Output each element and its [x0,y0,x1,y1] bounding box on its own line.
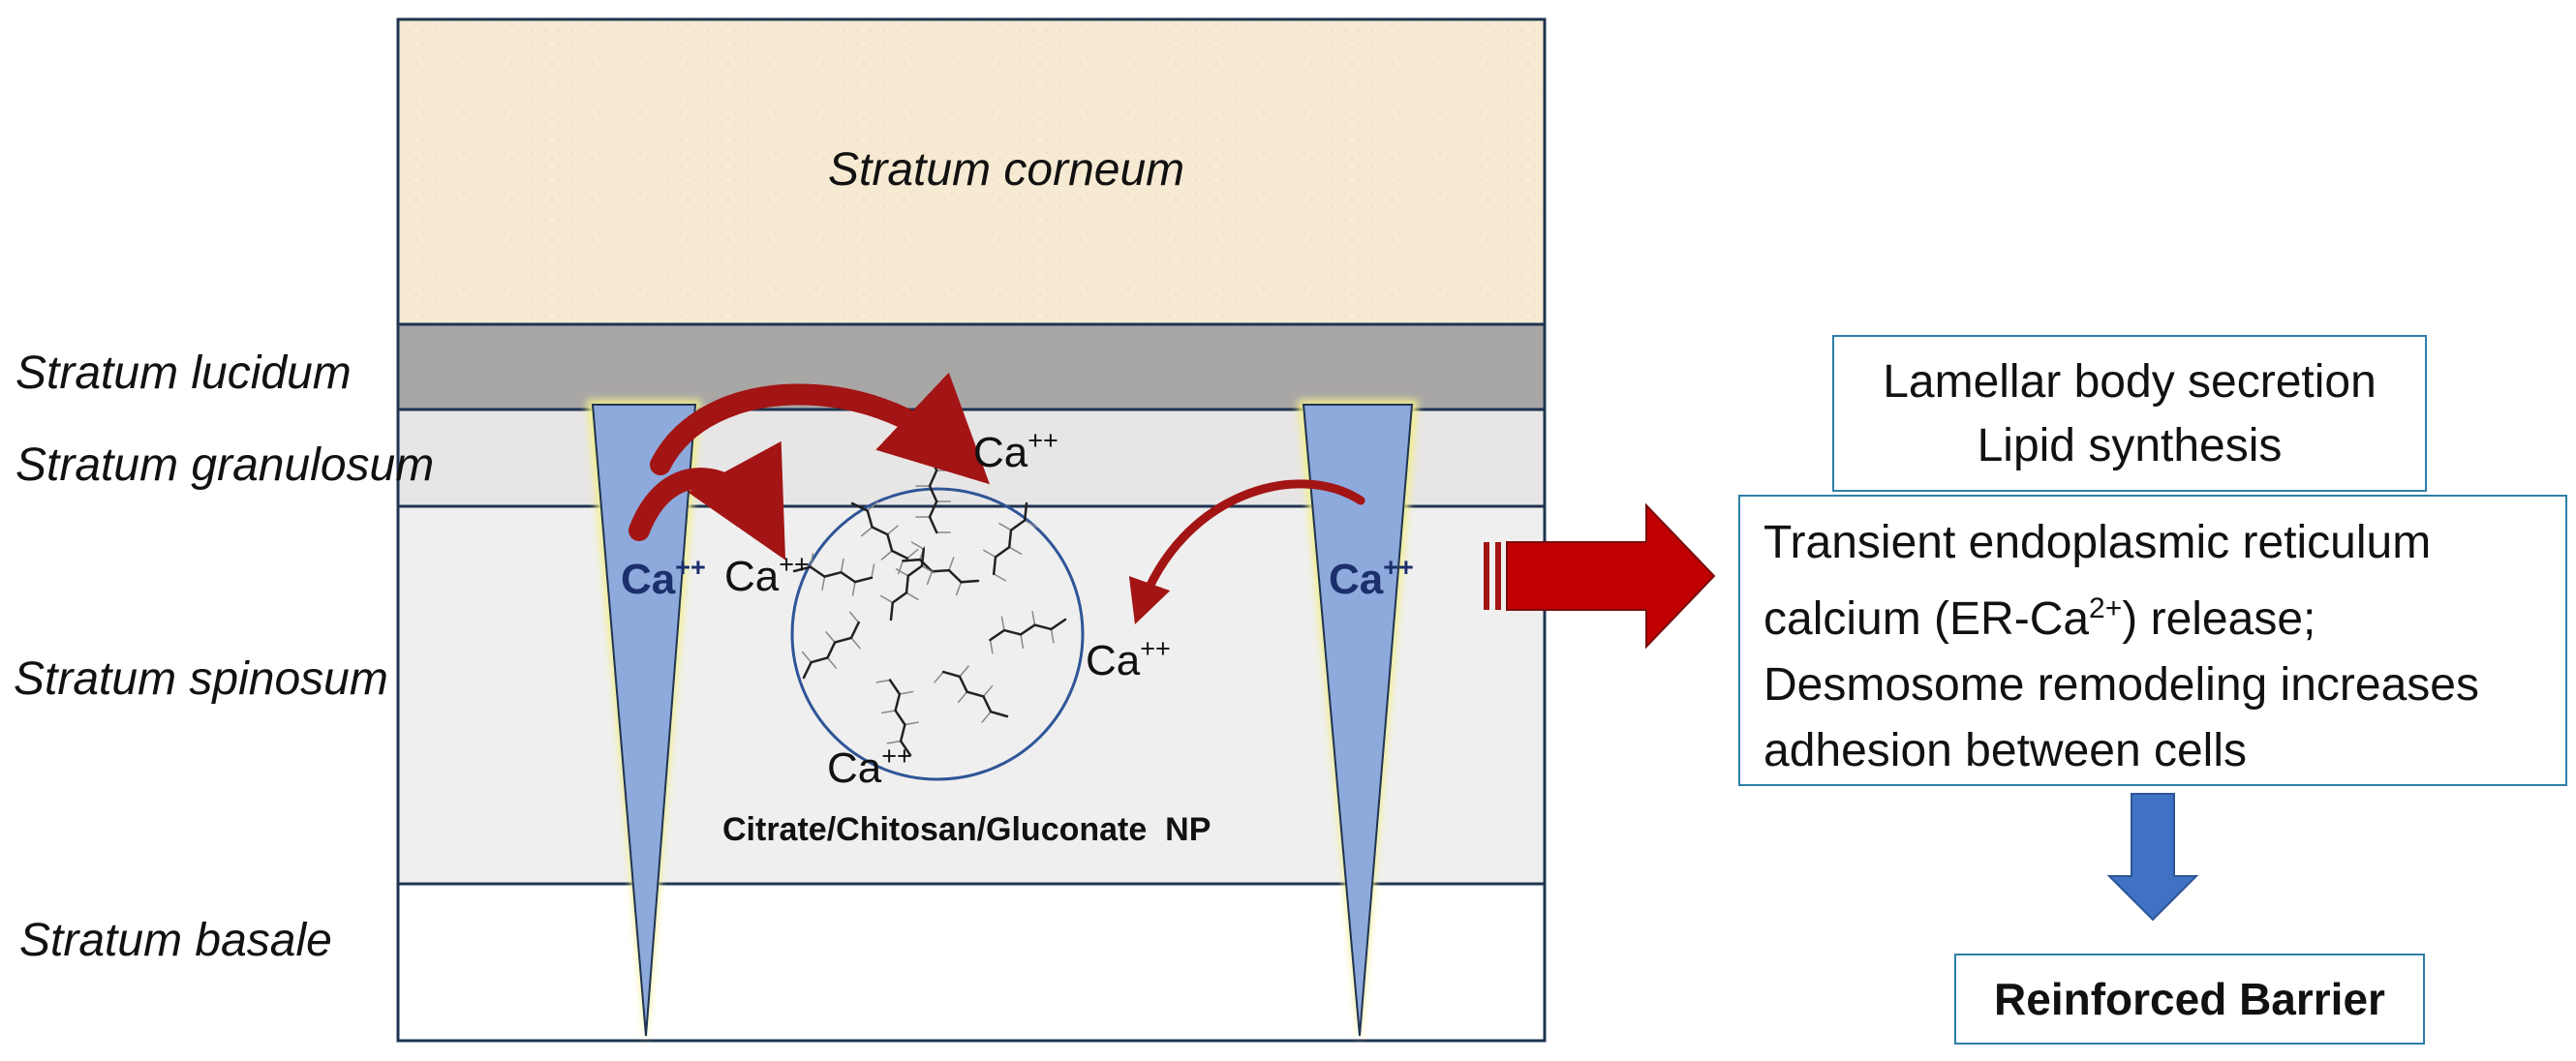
molecule-branch [851,581,856,596]
er-text-line-4: adhesion between cells [1763,725,2248,776]
molecule-chain [941,670,1009,718]
molecule-branch [879,594,894,604]
molecule-chain [889,547,926,621]
molecule-branch [957,690,968,704]
molecule-branch [899,690,914,695]
molecule-chain [802,621,860,680]
molecule-branch [993,573,1007,582]
molecule-branch [1008,546,1023,555]
stratum-corneum-layer [398,19,1545,324]
molecule-branch [897,560,905,575]
molecule-branch [886,525,899,535]
er-text-line-1: Transient endoplasmic reticulum [1763,517,2432,568]
molecule-branch [981,711,992,723]
nanoparticle-molecules [792,453,1067,757]
molecule-branch [1020,633,1025,649]
stratum-lucidum-layer [398,324,1545,409]
molecule-branch [905,591,919,601]
microneedle-right [1298,400,1418,1044]
er-text-line-3: Desmosome remodeling increases [1763,659,2479,711]
arrow-needle-to-top-ca [650,372,991,485]
molecule-branch [989,639,994,654]
lamellar-lipid-box: Lamellar body secretion Lipid synthesis [1832,335,2427,492]
molecule-branch [983,549,997,559]
lamellar-secretion-text: Lamellar body secretion [1883,356,2377,408]
blue-down-arrow [2106,793,2199,922]
molecule-branch [840,558,844,573]
er-calcium-desmosome-box: Transient endoplasmic reticulum calcium … [1738,495,2567,786]
molecule-branch [959,665,969,678]
reinforced-barrier-box: Reinforced Barrier [1954,954,2425,1045]
nanoparticle-label: Citrate/Chitosan/Gluconate NP [722,811,1211,848]
molecule-branch [875,679,891,683]
molecule-branch [867,500,879,512]
molecule-branch [934,671,944,683]
molecule-chain [888,679,912,757]
molecule-branch [825,631,836,644]
ca-ion-left-needle: Ca++ [621,553,706,603]
ca-ion-top: Ca++ [973,426,1058,476]
molecule-branch [926,570,934,586]
stratum-basale-label: Stratum basale [19,915,332,966]
molecule-branch [1024,519,1038,529]
arrow-needle-to-left-ca [629,440,786,561]
ca-ion-right-of-nanoparticle: Ca++ [1086,634,1171,684]
molecule-chain [850,501,909,560]
microneedle-left [587,400,701,1044]
molecule-branch [904,721,919,726]
molecule-branch [910,541,925,550]
molecule-branch [886,740,902,744]
molecule-chain [792,565,874,584]
big-red-arrow [1484,502,1716,650]
molecule-chain [992,501,1028,576]
stratum-basale-layer [398,884,1545,1041]
molecule-branch [1031,611,1036,626]
er-text-line-2: calcium (ER-Ca2+) release; [1763,592,2316,645]
molecule-chain [902,558,980,584]
molecule-branch [880,550,893,561]
stratum-granulosum-label: Stratum granulosum [15,440,435,491]
molecule-branch [871,563,875,579]
molecule-branch [801,651,813,663]
molecule-branch [881,710,897,714]
stratum-corneum-label: Stratum corneum [828,144,1185,196]
molecule-branch [998,522,1012,531]
reinforced-barrier-text: Reinforced Barrier [1994,974,2385,1024]
molecule-branch [861,526,874,537]
molecule-branch [895,568,909,577]
molecule-branch [948,557,955,571]
arrow-right-needle-to-ca [1128,479,1365,624]
molecule-branch [955,581,963,596]
molecule-branch [810,553,814,568]
molecule-branch [850,637,861,650]
molecule-branch [1000,616,1005,631]
molecule-branch [921,564,935,574]
molecule-branch [826,656,838,669]
stratum-lucidum-label: Stratum lucidum [15,348,352,399]
molecule-chain [989,618,1067,642]
molecule-branch [821,575,826,591]
molecule-branch [1050,628,1055,644]
release-arrows [629,372,1365,624]
stratum-spinosum-label: Stratum spinosum [14,653,388,705]
ca-ion-right-needle: Ca++ [1329,553,1414,603]
molecule-branch [848,611,860,623]
nanoparticle-circle [790,487,1085,781]
ca-ion-below-nanoparticle: Ca++ [827,742,912,792]
molecule-branch [906,548,919,560]
molecule-branch [982,684,994,698]
lipid-synthesis-text: Lipid synthesis [1977,420,2283,471]
ca-ion-left-of-nanoparticle: Ca++ [724,550,810,600]
